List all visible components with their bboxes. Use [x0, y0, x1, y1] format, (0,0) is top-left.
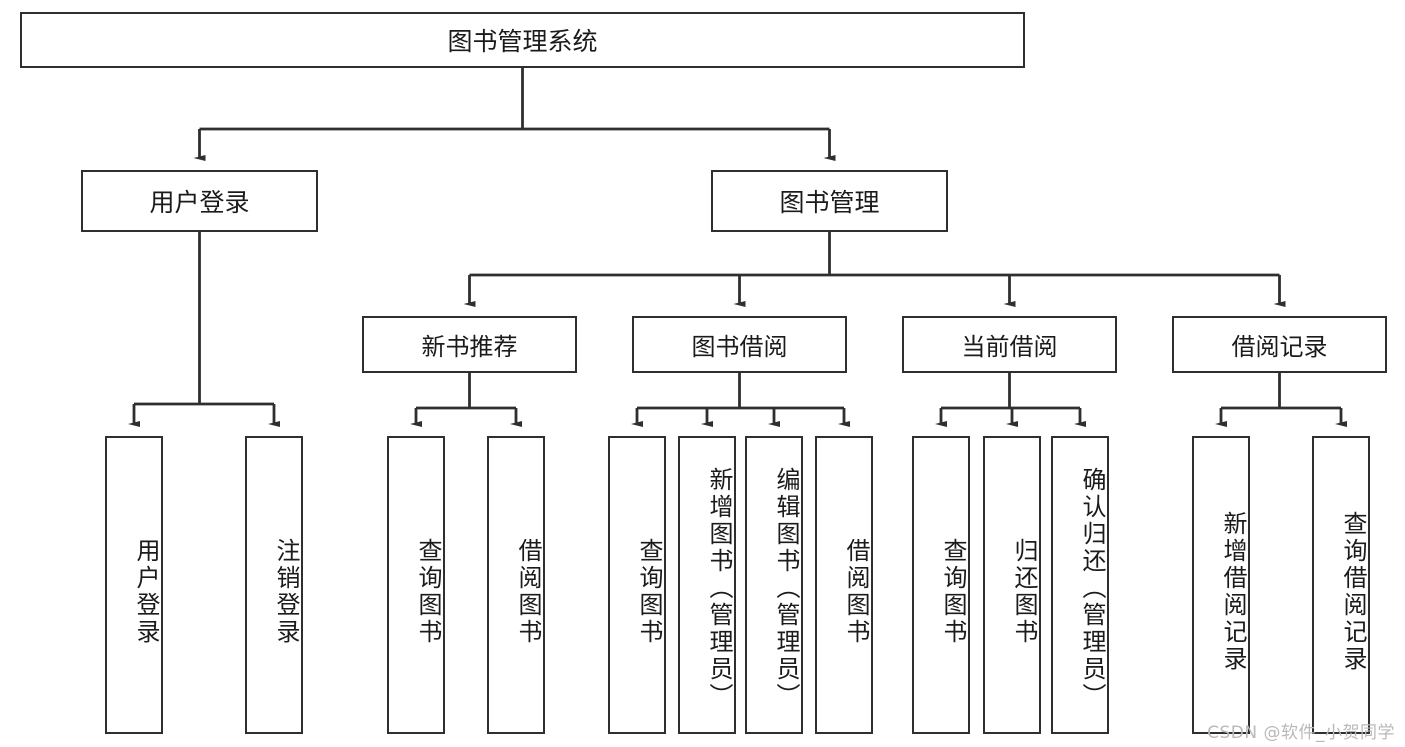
node-root-label: 图书管理系统	[447, 27, 598, 56]
node-leaf-add-record[interactable]: 新增借阅记录	[1192, 436, 1250, 734]
node-user-login[interactable]: 用户登录	[81, 170, 318, 232]
node-leaf-confirm-return-label: 确认归还（管理员）	[1078, 466, 1106, 710]
node-leaf-edit-book-label: 编辑图书（管理员）	[772, 466, 800, 710]
node-leaf-user-login[interactable]: 用户登录	[105, 436, 163, 734]
node-leaf-query-book-1[interactable]: 查询图书	[387, 436, 445, 734]
node-leaf-borrow-book-2[interactable]: 借阅图书	[815, 436, 873, 734]
node-new-book-rec-label: 新书推荐	[421, 333, 518, 361]
node-new-book-rec[interactable]: 新书推荐	[362, 316, 577, 373]
node-leaf-query-book-2-label: 查询图书	[635, 538, 663, 646]
node-current-borrow-label: 当前借阅	[961, 333, 1058, 361]
node-current-borrow[interactable]: 当前借阅	[902, 316, 1117, 373]
node-book-manage-label: 图书管理	[779, 188, 880, 217]
node-root[interactable]: 图书管理系统	[20, 12, 1025, 68]
node-book-borrow[interactable]: 图书借阅	[632, 316, 847, 373]
node-leaf-return-book[interactable]: 归还图书	[983, 436, 1041, 734]
node-leaf-add-book[interactable]: 新增图书（管理员）	[678, 436, 736, 734]
node-leaf-query-record-label: 查询借阅记录	[1339, 511, 1367, 673]
node-borrow-record[interactable]: 借阅记录	[1172, 316, 1387, 373]
node-leaf-edit-book[interactable]: 编辑图书（管理员）	[745, 436, 803, 734]
node-leaf-confirm-return[interactable]: 确认归还（管理员）	[1051, 436, 1109, 734]
node-leaf-borrow-book-2-label: 借阅图书	[842, 538, 870, 646]
node-leaf-query-record[interactable]: 查询借阅记录	[1312, 436, 1370, 734]
node-user-login-label: 用户登录	[149, 188, 250, 217]
node-leaf-user-logout[interactable]: 注销登录	[245, 436, 303, 734]
node-leaf-user-logout-label: 注销登录	[272, 538, 300, 646]
node-leaf-query-book-3[interactable]: 查询图书	[912, 436, 970, 734]
node-leaf-borrow-book-1-label: 借阅图书	[514, 538, 542, 646]
node-leaf-borrow-book-1[interactable]: 借阅图书	[487, 436, 545, 734]
node-leaf-return-book-label: 归还图书	[1010, 538, 1038, 646]
node-borrow-record-label: 借阅记录	[1231, 333, 1328, 361]
node-leaf-query-book-2[interactable]: 查询图书	[608, 436, 666, 734]
node-leaf-add-record-label: 新增借阅记录	[1219, 511, 1247, 673]
node-leaf-user-login-label: 用户登录	[132, 538, 160, 646]
node-leaf-query-book-3-label: 查询图书	[939, 538, 967, 646]
node-book-manage[interactable]: 图书管理	[711, 170, 948, 232]
watermark: CSDN @软件_小贺同学	[1207, 723, 1395, 743]
node-leaf-query-book-1-label: 查询图书	[414, 538, 442, 646]
node-leaf-add-book-label: 新增图书（管理员）	[705, 466, 733, 710]
node-book-borrow-label: 图书借阅	[691, 333, 788, 361]
